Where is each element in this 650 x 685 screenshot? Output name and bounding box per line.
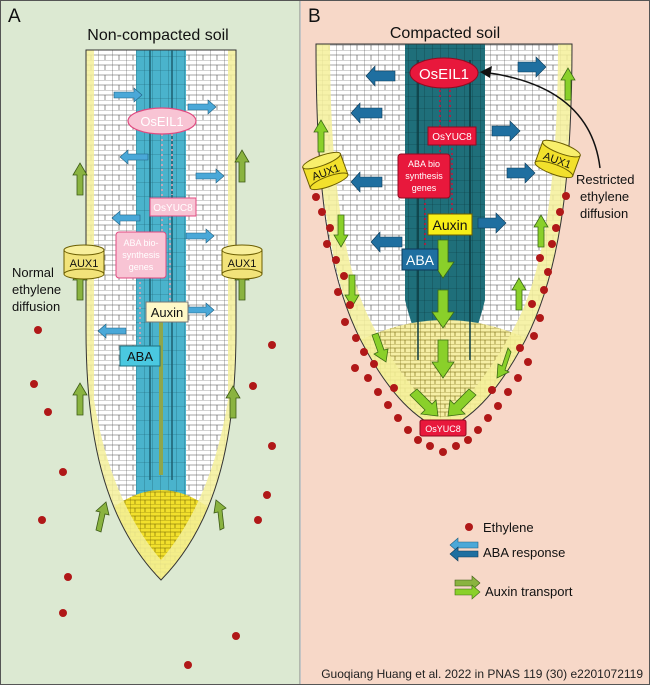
restricted-diffusion-arrow — [481, 71, 601, 169]
panel-b-oseil1-node — [409, 57, 479, 89]
panel-b-osyuc8-tip-box — [419, 419, 467, 437]
panel-b-osyuc8-tip-label: OsYUC8 — [425, 424, 461, 434]
panel-a-osyuc8-label: OsYUC8 — [153, 203, 193, 214]
panel-b-aba-genes-line1: ABA bio — [408, 159, 440, 169]
panel-a-oseil1-node — [127, 107, 197, 135]
legend-auxin-swatch-bright — [454, 584, 481, 600]
citation: Guoqiang Huang et al. 2022 in PNAS 119 (… — [321, 667, 643, 681]
panel-b-side-note-line1: Restricted — [576, 172, 635, 187]
panel-a-letter: A — [8, 6, 21, 27]
panel-b-title: Compacted soil — [390, 25, 500, 42]
panel-b-aba-genes-box — [397, 153, 451, 199]
panel-b-aba-response-arrows — [350, 56, 547, 253]
panel-b-auxin-arrows — [313, 67, 576, 417]
panel-b-aba-genes-line3: genes — [412, 183, 437, 193]
panel-b-aba-box — [401, 248, 439, 271]
panel-b-aba-genes-line2: synthesis — [405, 171, 443, 181]
panel-a-side-note-line3: diffusion — [12, 299, 60, 314]
panel-b-osyuc8-box — [427, 126, 477, 146]
legend: Ethylene ABA response Auxin transport — [449, 520, 573, 600]
panel-a-side-note-line2: ethylene — [12, 282, 61, 297]
panel-b-aux1-left: AUX1 — [302, 151, 349, 191]
legend-ethylene-swatch — [465, 523, 473, 531]
restricted-diffusion-arrowhead — [480, 66, 492, 78]
panel-a-side-note-line1: Normal — [12, 265, 54, 280]
panel-b-aux1-right: AUX1 — [534, 139, 581, 179]
legend-aba-swatch-dark — [449, 546, 479, 562]
panel-a-title: Non-compacted soil — [87, 27, 228, 44]
panel-a-osyuc8-box — [149, 197, 197, 217]
panel-a-aba-response-arrows — [97, 87, 225, 339]
panel-a-aba-genes-line2: synthesis — [122, 250, 160, 260]
panel-b-side-note-line3: diffusion — [580, 206, 628, 221]
panel-a-aux1-left-label: AUX1 — [70, 258, 99, 270]
panel-b-letter: B — [308, 6, 321, 27]
panel-a-aux1-right-label: AUX1 — [228, 258, 257, 270]
panel-b-ethylene-dots — [312, 192, 570, 456]
panel-b-pathway: OsEIL1 OsYUC8 ABA bio synthesis genes Au… — [397, 57, 479, 437]
panel-a-aux1-right: AUX1 — [221, 244, 263, 280]
panel-b-auxin-label: Auxin — [432, 217, 467, 233]
legend-aba-response-label: ABA response — [483, 545, 565, 560]
panel-a-aux1-left: AUX1 — [63, 244, 105, 280]
panel-a-aba-genes-line3: genes — [129, 262, 154, 272]
panel-b-oseil1-label: OsEIL1 — [419, 66, 469, 83]
panel-a-auxin-label: Auxin — [151, 305, 184, 320]
panel-a-aba-genes-line1: ABA bio- — [123, 238, 158, 248]
panel-a-aba-label: ABA — [127, 349, 153, 364]
legend-ethylene-label: Ethylene — [483, 520, 534, 535]
panel-a-pathway: OsEIL1 OsYUC8 ABA bio- synthesis genes A… — [115, 107, 197, 367]
panel-b-aba-label: ABA — [406, 252, 435, 268]
panel-b-auxin-box — [427, 213, 473, 236]
panel-a-ethylene-dots — [30, 326, 276, 669]
panel-b-osyuc8-label: OsYUC8 — [432, 132, 472, 143]
panel-a-aba-genes-box — [115, 231, 167, 279]
panel-a-aba-box — [119, 345, 161, 367]
panel-b-side-note-line2: ethylene — [580, 189, 629, 204]
panel-a-auxin-box — [145, 301, 189, 323]
legend-auxin-transport-label: Auxin transport — [485, 584, 573, 599]
panel-a-oseil1-label: OsEIL1 — [140, 114, 183, 129]
